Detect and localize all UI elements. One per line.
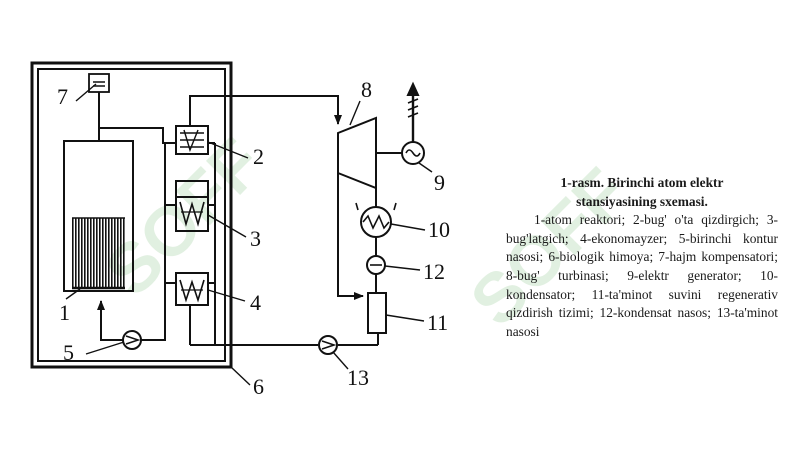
label-9: 9 bbox=[434, 170, 445, 195]
primary-pump bbox=[122, 330, 142, 350]
label-12: 12 bbox=[423, 259, 445, 284]
label-8: 8 bbox=[361, 77, 372, 102]
condenser bbox=[355, 202, 397, 238]
feed-pump bbox=[318, 335, 338, 355]
regenerative-heater bbox=[367, 292, 387, 334]
figure-caption: 1-rasm. Birinchi atom elektr stansiyasin… bbox=[506, 174, 778, 341]
biological-shield bbox=[30, 61, 233, 369]
label-3: 3 bbox=[250, 226, 261, 251]
biological-shield-inner bbox=[37, 68, 226, 362]
atom-reactor bbox=[63, 140, 134, 292]
label-5: 5 bbox=[63, 340, 74, 365]
label-4: 4 bbox=[250, 290, 261, 315]
caption-description: 1-atom reaktori; 2-bug' o'ta qizdirgich;… bbox=[506, 212, 778, 339]
label-13: 13 bbox=[347, 365, 369, 390]
evaporator bbox=[175, 180, 209, 232]
label-2: 2 bbox=[253, 144, 264, 169]
label-1: 1 bbox=[59, 300, 70, 325]
economizer bbox=[175, 272, 209, 306]
label-6: 6 bbox=[253, 374, 264, 399]
label-7: 7 bbox=[57, 84, 68, 109]
steam-superheater bbox=[175, 125, 209, 155]
steam-turbine bbox=[337, 116, 377, 190]
label-10: 10 bbox=[428, 217, 450, 242]
label-11: 11 bbox=[427, 310, 448, 335]
caption-title-line1: 1-rasm. Birinchi atom elektr bbox=[560, 175, 724, 190]
caption-title-line2: stansiyasining sxemasi. bbox=[576, 193, 708, 209]
volume-compensator bbox=[88, 73, 110, 93]
